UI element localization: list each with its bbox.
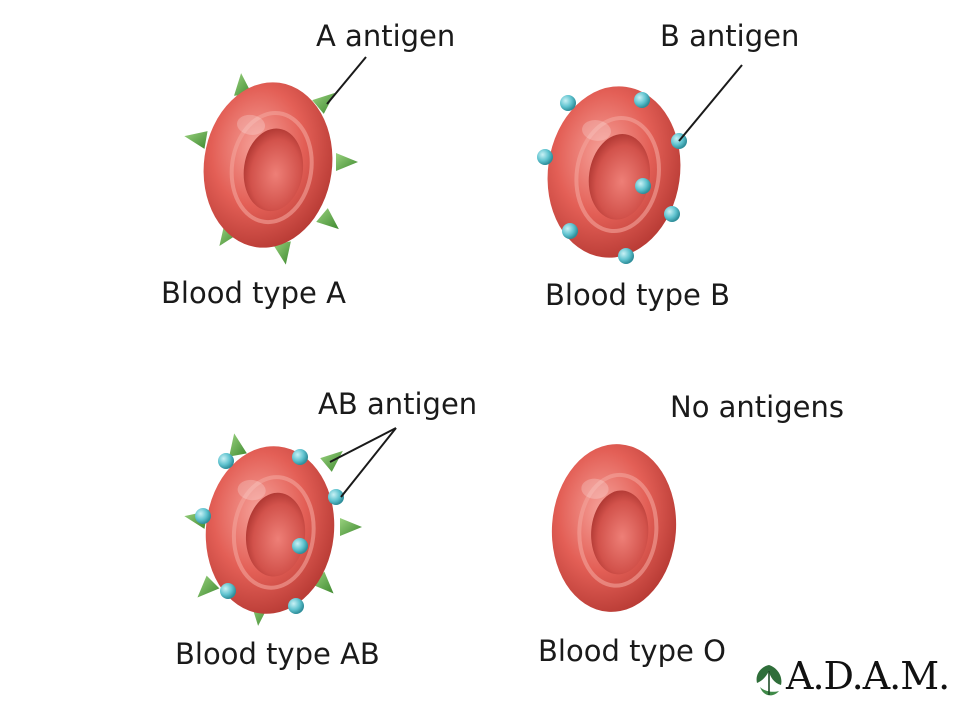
adam-logo: A.D.A.M.	[752, 655, 950, 705]
red-cell-type-o	[551, 444, 677, 612]
red-cell-type-ab	[184, 433, 362, 626]
b-antigen-sphere-icon	[328, 489, 344, 505]
red-cell-type-b	[537, 86, 687, 264]
label-a-antigen: A antigen	[316, 19, 456, 53]
a-antigen-spike-icon	[311, 571, 334, 594]
b-antigen-sphere-icon	[220, 583, 236, 599]
b-antigen-sphere-icon	[195, 508, 211, 524]
b-antigen-sphere-icon	[288, 598, 304, 614]
cell-body	[205, 446, 335, 614]
caption-blood-type-ab: Blood type AB	[175, 637, 380, 671]
cell-body	[547, 86, 681, 258]
b-antigen-sphere-icon	[218, 453, 234, 469]
leaf-icon	[756, 665, 782, 696]
b-antigen-sphere-icon	[560, 95, 576, 111]
leader-line-ab-1	[329, 427, 397, 463]
a-antigen-spike-icon	[316, 208, 339, 230]
cell-body	[203, 82, 333, 248]
a-antigen-spike-icon	[340, 518, 362, 536]
leader-line-ab-2	[340, 427, 397, 498]
caption-blood-type-o: Blood type O	[538, 634, 726, 668]
red-cell-type-a	[184, 73, 358, 265]
label-b-antigen: B antigen	[660, 19, 800, 53]
b-antigen-sphere-icon	[292, 449, 308, 465]
b-antigen-sphere-icon	[292, 538, 308, 554]
leader-line-a	[326, 56, 367, 105]
caption-blood-type-b: Blood type B	[545, 278, 730, 312]
adam-logo-text: A.D.A.M.	[786, 654, 950, 698]
b-antigen-sphere-icon	[562, 223, 578, 239]
b-antigen-sphere-icon	[618, 248, 634, 264]
label-ab-antigen: AB antigen	[318, 387, 478, 421]
a-antigen-spike-icon	[229, 433, 247, 457]
label-no-antigens: No antigens	[670, 390, 844, 424]
caption-blood-type-a: Blood type A	[161, 276, 346, 310]
b-antigen-sphere-icon	[634, 92, 650, 108]
a-antigen-spike-icon	[312, 92, 335, 114]
a-antigen-spike-icon	[336, 153, 358, 171]
a-antigen-spike-icon	[273, 241, 291, 265]
a-antigen-spike-icon	[197, 575, 220, 598]
cell-body	[551, 444, 677, 612]
b-antigen-sphere-icon	[664, 206, 680, 222]
a-antigen-spike-icon	[184, 131, 208, 149]
leader-line-b	[678, 64, 743, 142]
b-antigen-sphere-icon	[537, 149, 553, 165]
b-antigen-sphere-icon	[635, 178, 651, 194]
leader-lines	[326, 56, 743, 498]
